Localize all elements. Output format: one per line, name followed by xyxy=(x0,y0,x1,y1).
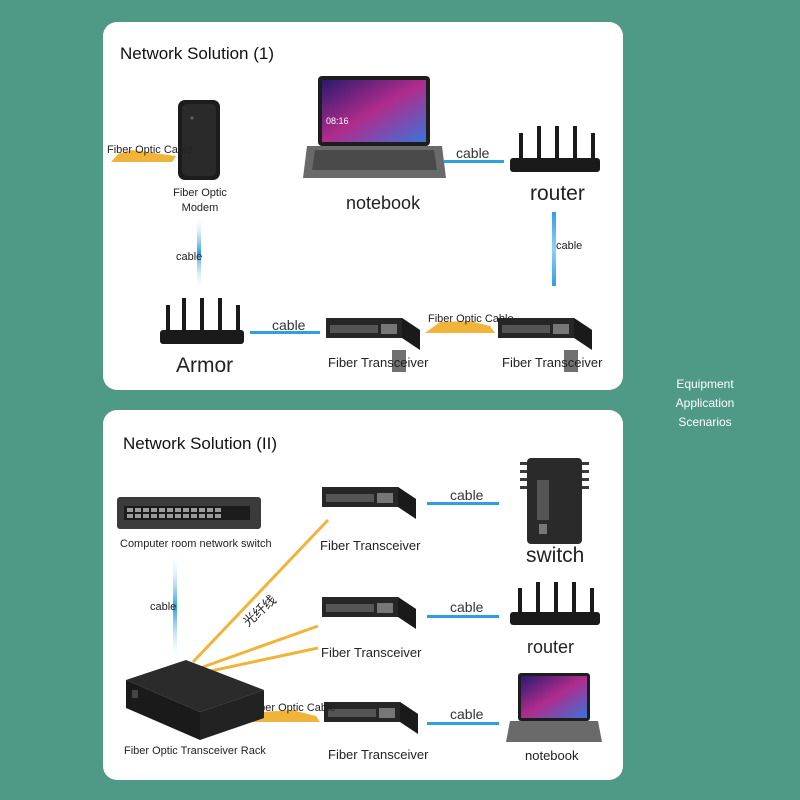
cable-switch-rack-vertical xyxy=(173,552,177,662)
side-caption-line-3: Scenarios xyxy=(678,415,732,429)
side-caption-line-2: Application xyxy=(675,396,735,410)
fiber-transceiver-1-device xyxy=(322,487,416,519)
computer-room-switch-device xyxy=(117,497,261,529)
switch-label: switch xyxy=(526,544,585,567)
router-2-device xyxy=(510,582,600,625)
transceiver-2-label: Fiber Transceiver xyxy=(321,645,422,660)
fiber-transceiver-right-device xyxy=(498,318,592,372)
cable-router-vertical xyxy=(552,212,556,286)
transceiver-right-label: Fiber Transceiver xyxy=(502,355,603,370)
cable-3-label: cable xyxy=(450,706,484,722)
fiber-cable-mid xyxy=(425,321,495,333)
router-label: router xyxy=(530,182,585,205)
cable-to-switch xyxy=(427,502,499,505)
armor-router-device xyxy=(160,298,244,344)
armor-label: Armor xyxy=(176,354,234,377)
side-caption: Equipment Application Scenarios xyxy=(660,375,750,432)
transceiver-left-label: Fiber Transceiver xyxy=(328,355,429,370)
fiber-transceiver-left-device xyxy=(326,318,420,372)
solution-2-title: Network Solution (II) xyxy=(123,434,277,453)
cable-2-label: cable xyxy=(450,599,484,615)
fiber-cable-bottom xyxy=(250,710,320,722)
cable-armor-transceiver xyxy=(250,331,320,334)
cable-to-router xyxy=(427,615,499,618)
cable-modem-label: cable xyxy=(176,251,203,263)
cable-router-label: cable xyxy=(556,240,583,252)
transceiver-1-label: Fiber Transceiver xyxy=(320,538,421,553)
rack-label: Fiber Optic Transceiver Rack xyxy=(124,745,266,757)
cable-notebook-router xyxy=(444,160,504,163)
cable-1-label: cable xyxy=(450,487,484,503)
cable-v-label: cable xyxy=(150,601,177,613)
cable-to-notebook xyxy=(427,722,499,725)
solution-1-title: Network Solution (1) xyxy=(120,44,275,63)
modem-label-line-1: Fiber Optic xyxy=(173,187,227,199)
fiber-transceiver-3-device xyxy=(324,702,418,734)
fiber-cable-mid-label: Fiber Optic Cable xyxy=(428,313,514,325)
fiber-modem-device xyxy=(178,100,220,180)
transceiver-3-label: Fiber Transceiver xyxy=(328,747,429,762)
notebook-2-label: notebook xyxy=(525,748,579,763)
notebook-device xyxy=(303,76,446,178)
fiber-cable-2-label: Fiber Optic Cable xyxy=(250,702,336,714)
modem-label: Fiber Optic Modem xyxy=(172,187,228,214)
industrial-switch-device xyxy=(520,458,589,544)
router-2-label: router xyxy=(527,637,575,657)
router-device xyxy=(510,126,600,172)
fiber-transceiver-2-device xyxy=(322,597,416,629)
side-caption-line-1: Equipment xyxy=(676,377,734,391)
notebook-2-device xyxy=(506,673,602,742)
modem-label-line-2: Modem xyxy=(181,202,219,214)
laptop-time: 08:16 xyxy=(326,116,349,126)
cable-bottom-label: cable xyxy=(272,317,306,333)
fiber-cable-left-label: Fiber Optic Cable xyxy=(107,144,193,156)
cable-modem-vertical xyxy=(197,215,201,290)
cable-top-label: cable xyxy=(456,145,490,161)
fiber-lines xyxy=(191,518,330,674)
switch-room-label: Computer room network switch xyxy=(120,538,272,550)
fiber-cable-left xyxy=(111,150,176,162)
notebook-label: notebook xyxy=(346,193,421,213)
transceiver-rack-device xyxy=(126,660,264,740)
